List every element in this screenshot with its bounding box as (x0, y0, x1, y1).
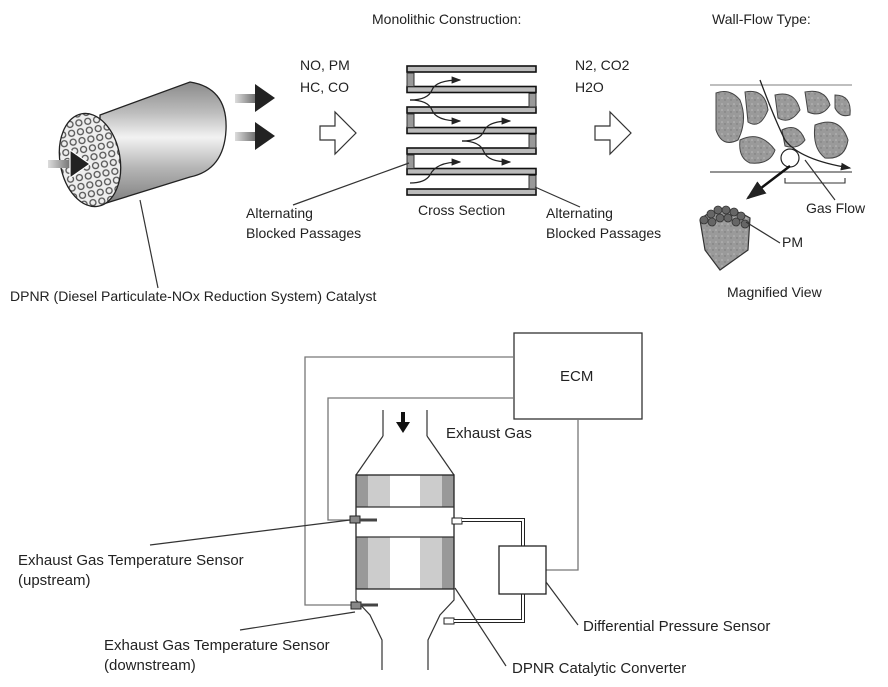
magnified-view-label: Magnified View (727, 284, 823, 300)
flow-path-arrow-icon (461, 140, 512, 166)
channel-wall (406, 65, 537, 73)
channel-wall (406, 188, 537, 196)
ecm-box (513, 332, 643, 420)
catalyst-label: DPNR (Diesel Particulate-NOx Reduction S… (10, 288, 377, 304)
outputs-line2: H2O (575, 79, 604, 95)
pm-particle-magnified (699, 205, 751, 271)
channel-wall (406, 126, 537, 135)
wire-downstream-sensor (304, 356, 514, 606)
channel-plug (528, 93, 537, 108)
alt-right-line2: Blocked Passages (546, 225, 661, 241)
flow-arrow-in-icon (48, 148, 92, 180)
ecm-label: ECM (560, 368, 593, 385)
converter-leader (454, 587, 507, 667)
converter-label: DPNR Catalytic Converter (512, 660, 686, 677)
channel-wall (406, 85, 537, 94)
alt-right-leader (534, 186, 581, 208)
flow-arrow-out-icon (235, 84, 275, 150)
pressure-leader (545, 581, 579, 626)
wall-flow-substrate (710, 79, 852, 200)
channel-wall (406, 167, 537, 176)
diff-pressure-label: Differential Pressure Sensor (583, 618, 770, 635)
hollow-arrow-in-icon (319, 110, 357, 156)
channel-plug (528, 134, 537, 149)
flow-path-arrow-icon (461, 117, 512, 142)
channel-plug (406, 154, 415, 169)
channel-plug (406, 113, 415, 128)
alt-left-line1: Alternating (246, 205, 313, 221)
catalyst-leader-line (139, 199, 159, 289)
wire-pressure-sensor (546, 419, 579, 571)
alt-right-line1: Alternating (546, 205, 613, 221)
exhaust-gas-label: Exhaust Gas (446, 425, 532, 442)
inputs-line2: HC, CO (300, 79, 349, 95)
flow-path-arrow-icon (409, 158, 462, 184)
catalyst-cylinder (58, 81, 227, 289)
temp-up-line2: (upstream) (18, 572, 91, 589)
exhaust-down-arrow-icon (396, 422, 410, 433)
pm-leader (745, 221, 781, 244)
differential-pressure-sensor-box (498, 545, 547, 595)
alt-left-line2: Blocked Passages (246, 225, 361, 241)
temp-up-leader (149, 519, 351, 546)
alt-left-leader (292, 162, 410, 206)
pm-label: PM (782, 234, 803, 250)
flow-path-arrow-icon (409, 99, 462, 125)
temp-down-leader (239, 611, 356, 631)
channel-wall (406, 106, 537, 114)
hollow-arrow-out-icon (594, 110, 632, 156)
gas-flow-label: Gas Flow (806, 200, 866, 216)
cross-section-label: Cross Section (418, 202, 505, 218)
temp-up-line1: Exhaust Gas Temperature Sensor (18, 552, 244, 569)
cross-section-channels (406, 65, 537, 196)
dpnr-converter (349, 410, 463, 670)
channel-plug (406, 72, 415, 87)
temp-down-line2: (downstream) (104, 657, 196, 674)
temp-down-line1: Exhaust Gas Temperature Sensor (104, 637, 330, 654)
monolithic-title: Monolithic Construction: (372, 11, 521, 27)
wire-upstream-sensor (327, 397, 514, 521)
gas-flow-leader (804, 159, 836, 201)
channel-wall (406, 147, 537, 155)
flow-path-arrow-icon (409, 76, 462, 101)
inputs-line1: NO, PM (300, 57, 350, 73)
channel-plug (528, 175, 537, 190)
wallflow-title: Wall-Flow Type: (712, 11, 811, 27)
outputs-line1: N2, CO2 (575, 57, 630, 73)
